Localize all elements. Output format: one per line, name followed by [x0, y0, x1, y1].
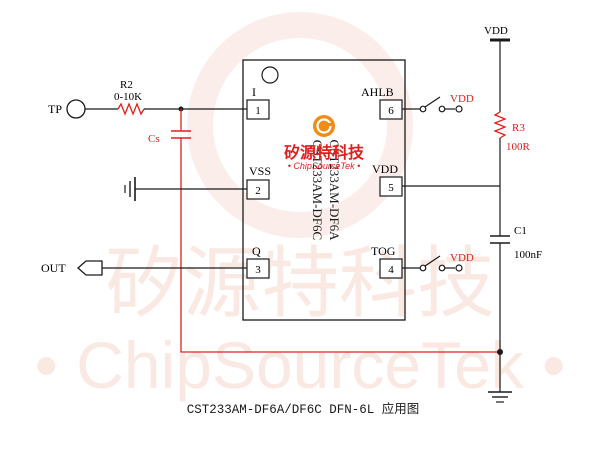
- switch-ahlb-contact-b: [438, 105, 446, 113]
- logo-en-text: • ChipSourceTek •: [288, 161, 361, 171]
- pin-3-label: Q: [252, 244, 261, 258]
- vdd-top-label: VDD: [484, 25, 508, 37]
- part-number-a: CST233AM-DF6A: [327, 139, 342, 241]
- tp-label: TP: [48, 102, 62, 116]
- pin-3-number: 3: [255, 264, 261, 276]
- switch-ahlb-icon: [424, 96, 441, 108]
- pin-6-number: 6: [388, 105, 394, 117]
- pin-5-number: 5: [388, 182, 394, 194]
- r3-value: 100R: [506, 141, 531, 153]
- cs-label: Cs: [148, 133, 160, 145]
- r3-name: R3: [512, 122, 525, 134]
- logo-gap: [324, 123, 334, 126]
- pin-1-label: I: [252, 85, 256, 99]
- watermark: 矽源特科技 • ChipSourceTek •: [35, 12, 565, 402]
- pin-5-label: VDD: [372, 162, 398, 176]
- switch-tog-icon: [424, 255, 441, 267]
- chip-body: [242, 59, 406, 321]
- junction-ground: [497, 349, 503, 355]
- out-label: OUT: [41, 261, 66, 275]
- resistor-r2-icon: [117, 102, 145, 116]
- c1-name: C1: [514, 225, 527, 237]
- switch-tog-contact-a: [419, 264, 427, 272]
- ahlb-vdd-label: VDD: [450, 93, 474, 105]
- watermark-cn-text: 矽源特科技: [105, 239, 495, 327]
- pin-4-number: 4: [388, 264, 394, 276]
- r2-name: R2: [120, 79, 133, 91]
- chipsourcetek-logo: 矽源特科技 • ChipSourceTek •: [284, 115, 365, 171]
- pin-2-number: 2: [255, 185, 261, 197]
- out-terminal-icon: [77, 260, 103, 276]
- part-number-c: CST233AM-DF6C: [310, 140, 325, 240]
- watermark-ring: [187, 12, 413, 238]
- wire-cs-ground-red: [180, 138, 500, 353]
- caption: CST233AM-DF6A/DF6C DFN-6L 应用图: [187, 401, 420, 417]
- resistor-r3-icon: [493, 111, 507, 139]
- switch-ahlb-contact-a: [419, 105, 427, 113]
- pin-6-label: AHLB: [361, 85, 394, 99]
- tog-vdd-terminal: [455, 264, 463, 272]
- pin-4-label: TOG: [371, 244, 396, 258]
- pin1-notch-icon: [261, 66, 279, 84]
- c1-value: 100nF: [514, 249, 542, 261]
- switch-tog-contact-b: [438, 264, 446, 272]
- pin-2-label: VSS: [249, 164, 271, 178]
- logo-cn-text: 矽源特科技: [284, 143, 365, 162]
- tog-vdd-label: VDD: [450, 252, 474, 264]
- watermark-en-text: • ChipSourceTek •: [35, 328, 565, 402]
- r2-value: 0-10K: [114, 91, 142, 103]
- ahlb-vdd-terminal: [455, 105, 463, 113]
- pin-1-number: 1: [255, 105, 261, 117]
- tp-terminal-icon: [66, 99, 86, 119]
